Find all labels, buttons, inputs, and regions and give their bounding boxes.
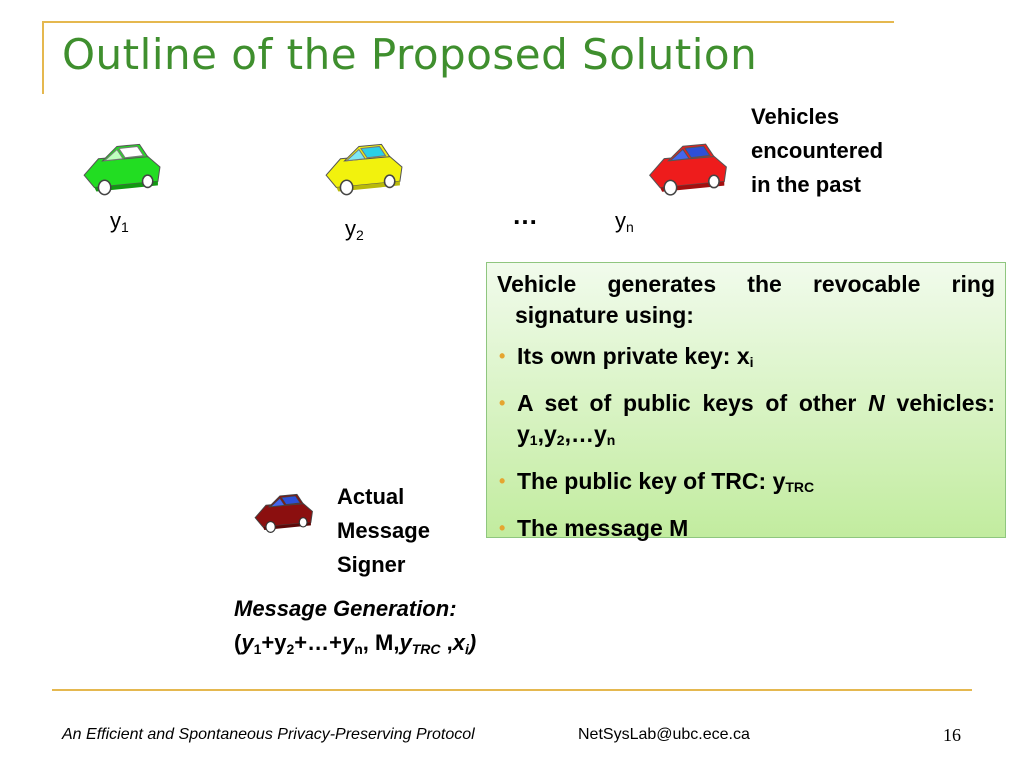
vehicle-key-yn: yn	[615, 208, 634, 235]
box-item-message: •The message M	[497, 513, 995, 544]
bullet-icon: •	[499, 393, 506, 413]
box-item-public-keys: •A set of public keys of other N vehicle…	[499, 390, 995, 448]
box-item-trc-key: •The public key of TRC: yTRC	[499, 468, 815, 495]
title-frame-left	[42, 21, 44, 94]
footer-email: NetSysLab@ubc.ece.ca	[578, 726, 750, 743]
vehicles-ellipsis: …	[512, 200, 538, 230]
box-list: •Its own private key: xi •A set of publi…	[497, 341, 995, 544]
bullet-icon: •	[499, 471, 506, 491]
car-signer-icon	[254, 493, 313, 533]
message-generation: Message Generation: (y1+y2+…+yn, M,yTRC …	[234, 592, 476, 666]
page-number: 16	[943, 725, 961, 745]
past-vehicles-label: Vehicles encountered in the past	[751, 100, 883, 202]
vehicle-key-y1: y1	[110, 208, 129, 235]
bullet-icon: •	[499, 518, 506, 538]
past-label-line-3: in the past	[751, 172, 862, 197]
signer-label-line-1: Actual	[337, 484, 405, 509]
signer-label-line-2: Message	[337, 518, 430, 543]
car-green-icon	[83, 143, 161, 196]
past-label-line-2: encountered	[751, 138, 884, 163]
generation-heading: Message Generation:	[234, 596, 457, 621]
signature-info-box: Vehicle generates the revocable ring sig…	[486, 262, 1006, 541]
vehicle-key-y2: y2	[345, 216, 364, 243]
box-intro: Vehicle generates the revocable ring sig…	[497, 271, 995, 328]
signer-label: Actual Message Signer	[337, 480, 430, 582]
past-label-line-1: Vehicles	[751, 104, 840, 129]
generation-formula: (y1+y2+…+yn, M,yTRC ,xi)	[234, 630, 477, 657]
box-item-private-key: •Its own private key: xi	[499, 343, 754, 370]
footer-title: An Efficient and Spontaneous Privacy-Pre…	[62, 726, 475, 743]
signer-label-line-3: Signer	[337, 552, 406, 577]
bullet-icon: •	[499, 346, 506, 366]
title-frame-top	[42, 21, 894, 23]
footer-divider	[52, 689, 972, 691]
car-red-icon	[649, 143, 727, 196]
car-yellow-icon	[325, 143, 403, 196]
slide-title: Outline of the Proposed Solution	[62, 30, 758, 79]
